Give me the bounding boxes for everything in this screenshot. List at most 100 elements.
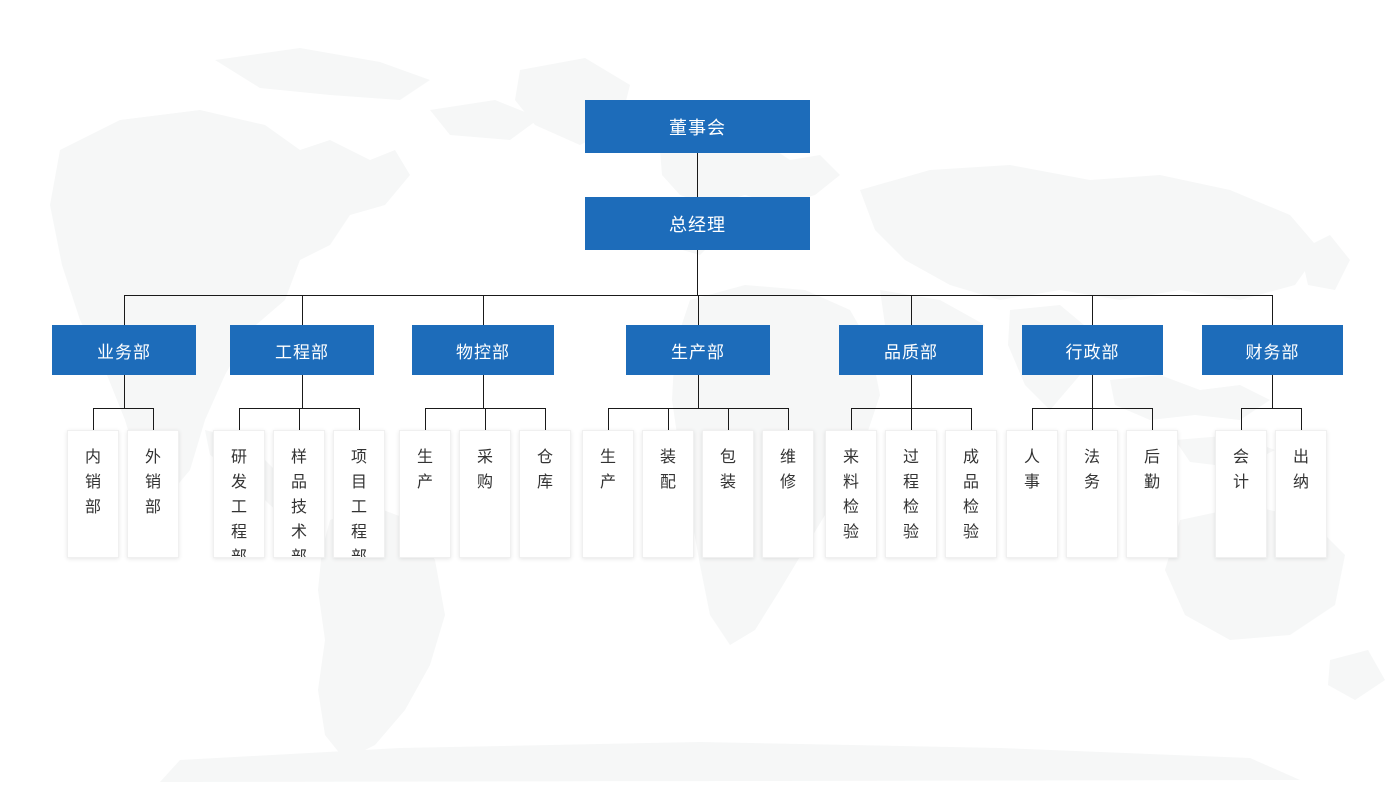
node-label-char: 术: [290, 524, 307, 541]
node-unit-engineering-3[interactable]: 项目工程部: [333, 430, 385, 558]
node-label-char: 产: [416, 474, 433, 491]
node-unit-production-2[interactable]: 装配: [642, 430, 694, 558]
node-label-char: 销: [144, 474, 161, 491]
node-label-char: 仓: [536, 449, 553, 466]
node-label: 品质部: [884, 342, 938, 362]
node-label-char: 技: [290, 499, 307, 516]
node-board-of-directors[interactable]: 董事会: [585, 100, 810, 153]
connector-finance-bus: [1241, 408, 1302, 409]
node-unit-quality-1[interactable]: 来料检验: [825, 430, 877, 558]
connector-engineering-stem: [302, 375, 303, 408]
node-label: 业务部: [97, 342, 151, 362]
connector-bus-drop-production: [698, 295, 699, 325]
node-label-char: 销: [84, 474, 101, 491]
connector-production-bus: [608, 408, 789, 409]
node-unit-production-4[interactable]: 维修: [762, 430, 814, 558]
connector-production-drop-4: [788, 408, 789, 430]
connector-quality-drop-3: [971, 408, 972, 430]
node-label-char: 务: [1083, 474, 1100, 491]
node-unit-administration-3[interactable]: 后勤: [1126, 430, 1178, 558]
connector-production-drop-2: [668, 408, 669, 430]
connector-board-to-gm: [697, 153, 698, 197]
node-label-char: 工: [230, 499, 247, 516]
node-label-char: 样: [290, 449, 307, 466]
node-label-char: 生: [416, 449, 433, 466]
connector-sales-drop-2: [153, 408, 154, 430]
node-unit-quality-3[interactable]: 成品检验: [945, 430, 997, 558]
node-label-char: 验: [962, 524, 979, 541]
node-department-production[interactable]: 生产部: [626, 325, 770, 375]
node-label: 总经理: [669, 214, 726, 235]
connector-finance-drop-1: [1241, 408, 1242, 430]
connector-material-control-stem: [483, 375, 484, 408]
node-label-char: 料: [842, 474, 859, 491]
connector-administration-drop-2: [1092, 408, 1093, 430]
connector-sales-bus: [93, 408, 154, 409]
node-label-char: 购: [476, 474, 493, 491]
node-department-quality[interactable]: 品质部: [839, 325, 983, 375]
node-department-administration[interactable]: 行政部: [1022, 325, 1163, 375]
connector-engineering-drop-1: [239, 408, 240, 430]
connector-production-stem: [698, 375, 699, 408]
node-label-char: 目: [350, 474, 367, 491]
connector-sales-drop-1: [93, 408, 94, 430]
connector-bus-drop-material-control: [483, 295, 484, 325]
node-unit-administration-1[interactable]: 人事: [1006, 430, 1058, 558]
connector-administration-stem: [1092, 375, 1093, 408]
connector-finance-drop-2: [1301, 408, 1302, 430]
node-department-sales[interactable]: 业务部: [52, 325, 196, 375]
node-unit-material-control-1[interactable]: 生产: [399, 430, 451, 558]
node-label-char: 出: [1292, 449, 1309, 466]
node-label-char: 后: [1143, 449, 1160, 466]
node-label-char: 纳: [1292, 474, 1309, 491]
node-unit-finance-2[interactable]: 出纳: [1275, 430, 1327, 558]
node-label-char: 法: [1083, 449, 1100, 466]
node-label-char: 会: [1232, 449, 1249, 466]
node-department-finance[interactable]: 财务部: [1202, 325, 1343, 375]
connector-bus-drop-administration: [1092, 295, 1093, 325]
node-label-char: 程: [902, 474, 919, 491]
node-general-manager[interactable]: 总经理: [585, 197, 810, 250]
node-label-char: 验: [842, 524, 859, 541]
node-unit-material-control-3[interactable]: 仓库: [519, 430, 571, 558]
node-label-char: 部: [144, 499, 161, 516]
node-label-char: 内: [84, 449, 101, 466]
node-label-char: 程: [230, 524, 247, 541]
connector-finance-stem: [1272, 375, 1273, 408]
node-label-char: 工: [350, 499, 367, 516]
connector-bus-drop-quality: [911, 295, 912, 325]
node-unit-sales-2[interactable]: 外销部: [127, 430, 179, 558]
node-unit-quality-2[interactable]: 过程检验: [885, 430, 937, 558]
node-label-char: 品: [962, 474, 979, 491]
node-unit-finance-1[interactable]: 会计: [1215, 430, 1267, 558]
node-department-material-control[interactable]: 物控部: [412, 325, 554, 375]
node-label-char: 部: [290, 549, 307, 558]
node-unit-material-control-2[interactable]: 采购: [459, 430, 511, 558]
connector-bus-drop-engineering: [302, 295, 303, 325]
node-label-char: 修: [779, 474, 796, 491]
node-department-engineering[interactable]: 工程部: [230, 325, 374, 375]
node-unit-production-3[interactable]: 包装: [702, 430, 754, 558]
node-unit-administration-2[interactable]: 法务: [1066, 430, 1118, 558]
connector-engineering-drop-3: [359, 408, 360, 430]
node-label: 工程部: [275, 342, 329, 362]
node-unit-sales-1[interactable]: 内销部: [67, 430, 119, 558]
node-label-char: 产: [599, 474, 616, 491]
node-label-char: 部: [230, 549, 247, 558]
node-label: 董事会: [669, 117, 726, 138]
connector-quality-drop-1: [851, 408, 852, 430]
connector-material-control-drop-3: [545, 408, 546, 430]
node-label-char: 配: [659, 474, 676, 491]
node-unit-engineering-2[interactable]: 样品技术部: [273, 430, 325, 558]
node-unit-engineering-1[interactable]: 研发工程部: [213, 430, 265, 558]
node-label-char: 部: [84, 499, 101, 516]
node-label-char: 勤: [1143, 474, 1160, 491]
node-label-char: 采: [476, 449, 493, 466]
node-label: 行政部: [1065, 342, 1120, 362]
node-label-char: 来: [842, 449, 859, 466]
node-label-char: 过: [902, 449, 919, 466]
connector-bus-drop-finance: [1272, 295, 1273, 325]
node-label-char: 装: [719, 474, 736, 491]
node-unit-production-1[interactable]: 生产: [582, 430, 634, 558]
node-label: 生产部: [671, 342, 725, 362]
